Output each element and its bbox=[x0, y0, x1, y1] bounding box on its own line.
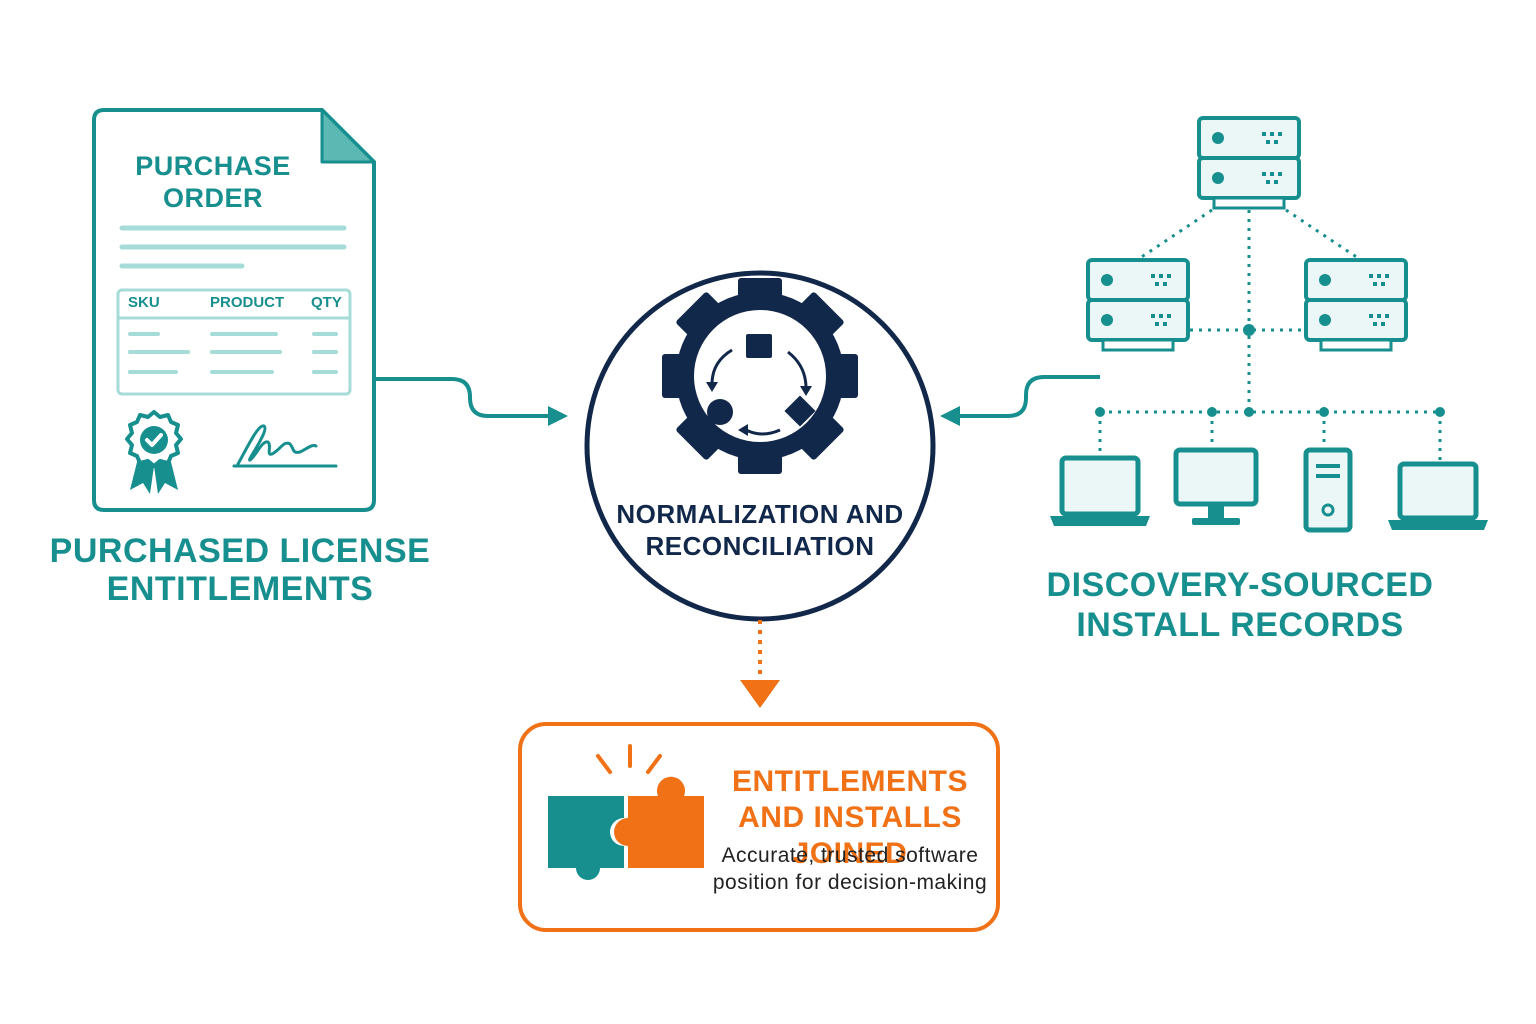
output-description: Accurate, trusted software position for … bbox=[712, 844, 988, 894]
output-title: ENTITLEMENTS AND INSTALLS JOINED bbox=[732, 765, 968, 870]
document-icon bbox=[92, 108, 376, 512]
table-header-product: PRODUCT bbox=[210, 294, 285, 311]
signature-icon bbox=[232, 424, 338, 468]
table-header-sku: SKU bbox=[128, 294, 160, 311]
server-icon bbox=[1197, 116, 1301, 210]
purchase-order-title: PURCHASE ORDER bbox=[135, 151, 291, 213]
table-header-qty: QTY bbox=[311, 294, 342, 311]
down-arrow-icon bbox=[740, 680, 780, 708]
connector-right-arrow bbox=[940, 375, 1100, 426]
discovery-install-records-label: DISCOVERY-SOURCED INSTALL RECORDS bbox=[1046, 566, 1434, 644]
connector-left-arrow bbox=[376, 377, 568, 426]
puzzle-pieces-icon bbox=[548, 744, 704, 880]
network-connectors bbox=[1098, 208, 1442, 460]
purchased-license-entitlements-label: PURCHASED LICENSE ENTITLEMENTS bbox=[49, 532, 431, 608]
award-seal-icon bbox=[125, 410, 183, 494]
tower-pc-icon bbox=[1303, 447, 1353, 533]
server-icon bbox=[1304, 258, 1408, 352]
gear-cycle-icon bbox=[662, 278, 858, 474]
output-box bbox=[518, 722, 1000, 932]
laptop-icon bbox=[1050, 455, 1150, 526]
server-icon bbox=[1086, 258, 1190, 352]
normalization-reconciliation-label: NORMALIZATION AND RECONCILIATION bbox=[616, 499, 904, 561]
laptop-icon bbox=[1388, 461, 1488, 530]
monitor-icon bbox=[1173, 447, 1259, 525]
